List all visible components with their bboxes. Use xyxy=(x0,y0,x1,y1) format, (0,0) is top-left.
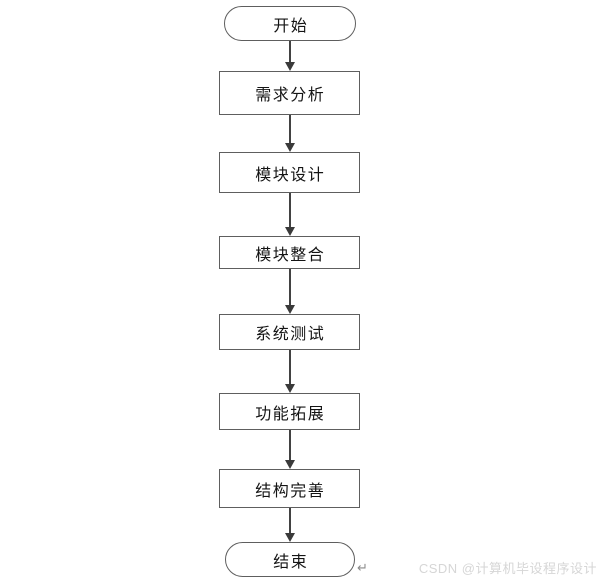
connector-line xyxy=(289,193,291,227)
arrow-down-icon xyxy=(284,384,295,393)
connector-line xyxy=(289,115,291,143)
arrow-down-icon xyxy=(284,305,295,314)
arrow-down-icon xyxy=(284,533,295,542)
paragraph-return-icon: ↵ xyxy=(357,560,368,575)
arrow-down-icon xyxy=(284,460,295,469)
csdn-watermark: CSDN @计算机毕设程序设计 xyxy=(418,561,597,576)
connector-line xyxy=(289,350,291,384)
flow-node-requirements-analysis: 需求分析 xyxy=(219,71,360,115)
flow-node-structure-refinement: 结构完善 xyxy=(219,469,360,508)
arrow-down-icon xyxy=(284,143,295,152)
flow-node-module-design: 模块设计 xyxy=(219,152,360,193)
connector-line xyxy=(289,430,291,460)
flow-node-end: 结束 xyxy=(225,542,355,577)
connector-line xyxy=(289,269,291,305)
flow-node-start: 开始 xyxy=(224,6,356,41)
flow-node-module-integration: 模块整合 xyxy=(219,236,360,269)
connector-line xyxy=(289,508,291,533)
arrow-down-icon xyxy=(284,62,295,71)
arrow-down-icon xyxy=(284,227,295,236)
flow-node-feature-expansion: 功能拓展 xyxy=(219,393,360,430)
flow-node-system-testing: 系统测试 xyxy=(219,314,360,350)
connector-line xyxy=(289,41,291,62)
